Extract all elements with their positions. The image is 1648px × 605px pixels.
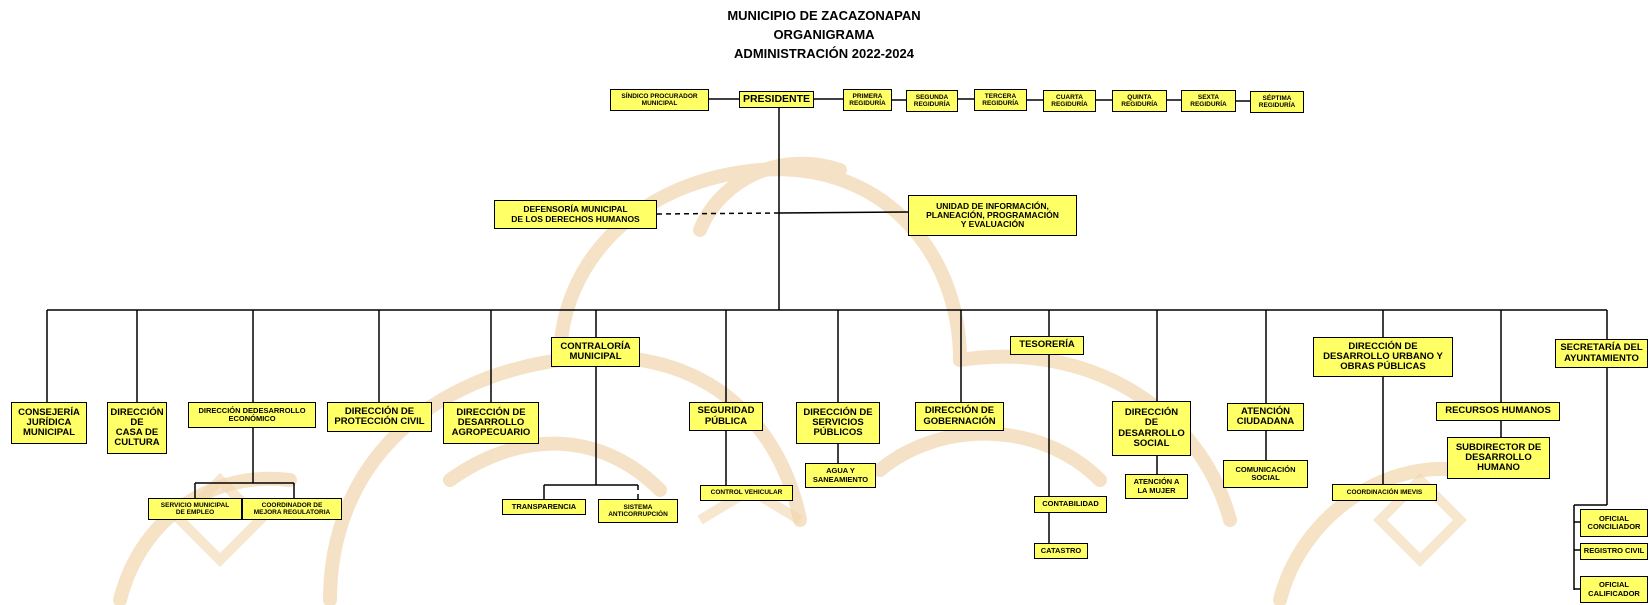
sindico-procurador-box: SÍNDICO PROCURADOR MUNICIPAL: [610, 89, 709, 111]
consejeria-juridica-box: CONSEJERÍA JURÍDICA MUNICIPAL: [11, 402, 87, 444]
comunicacion-social-box: COMUNICACIÓN SOCIAL: [1223, 460, 1308, 488]
servicios-publicos-box: DIRECCIÓN DE SERVICIOS PÚBLICOS: [796, 402, 880, 444]
servicio-empleo-box: SERVICIO MUNICIPAL DE EMPLEO: [148, 498, 242, 520]
recursos-humanos-box: RECURSOS HUMANOS: [1436, 402, 1560, 421]
transparencia-box: TRANSPARENCIA: [502, 499, 586, 515]
agua-saneamiento-box: AGUA Y SANEAMIENTO: [805, 463, 876, 488]
segunda-regiduria-box: SEGUNDA REGIDURÍA: [906, 90, 958, 112]
desarrollo-urbano-box: DIRECCIÓN DE DESARROLLO URBANO Y OBRAS P…: [1313, 337, 1453, 377]
sistema-anticorrupcion-box: SISTEMA ANTICORRUPCIÓN: [598, 499, 678, 523]
secretaria-ayuntamiento-box: SECRETARÍA DEL AYUNTAMIENTO: [1555, 339, 1648, 368]
oficial-calificador-box: OFICIAL CALIFICADOR: [1580, 576, 1648, 603]
primera-regiduria-box: PRIMERA REGIDURÍA: [843, 89, 892, 111]
gobernacion-box: DIRECCIÓN DE GOBERNACIÓN: [915, 402, 1004, 431]
seguridad-publica-box: SEGURIDAD PÚBLICA: [689, 402, 763, 431]
cuarta-regiduria-box: CUARTA REGIDURÍA: [1043, 90, 1096, 112]
tesoreria-box: TESORERÍA: [1010, 336, 1084, 355]
sexta-regiduria-box: SEXTA REGIDURÍA: [1181, 90, 1236, 112]
unidad-informacion-box: UNIDAD DE INFORMACIÓN, PLANEACIÓN, PROGR…: [908, 195, 1077, 236]
desarrollo-agropecuario-box: DIRECCIÓN DE DESARROLLO AGROPECUARIO: [443, 402, 539, 444]
oficial-conciliador-box: OFICIAL CONCILIADOR: [1580, 509, 1648, 537]
chart-title: ORGANIGRAMA: [773, 27, 875, 42]
catastro-box: CATASTRO: [1034, 543, 1088, 559]
administration-period: ADMINISTRACIÓN 2022-2024: [734, 46, 914, 61]
registro-civil-box: REGISTRO CIVIL: [1580, 543, 1648, 560]
septima-regiduria-box: SÉPTIMA REGIDURÍA: [1250, 91, 1304, 113]
casa-de-cultura-box: DIRECCIÓN DE CASA DE CULTURA: [107, 402, 167, 454]
quinta-regiduria-box: QUINTA REGIDURÍA: [1112, 90, 1167, 112]
desarrollo-social-box: DIRECCIÓN DE DESARROLLO SOCIAL: [1112, 401, 1191, 456]
contraloria-box: CONTRALORÍA MUNICIPAL: [551, 337, 640, 367]
mejora-regulatoria-box: COORDINADOR DE MEJORA REGULATORIA: [242, 498, 342, 520]
defensoria-box: DEFENSORÍA MUNICIPAL DE LOS DERECHOS HUM…: [494, 200, 657, 229]
atencion-mujer-box: ATENCIÓN A LA MUJER: [1125, 474, 1188, 499]
proteccion-civil-box: DIRECCIÓN DE PROTECCIÓN CIVIL: [327, 402, 432, 432]
desarrollo-economico-box: DIRECCIÓN DEDESARROLLO ECONÓMICO: [188, 402, 316, 428]
subdirector-desarrollo-humano-box: SUBDIRECTOR DE DESARROLLO HUMANO: [1447, 437, 1550, 479]
atencion-ciudadana-box: ATENCIÓN CIUDADANA: [1227, 403, 1304, 431]
tercera-regiduria-box: TERCERA REGIDURÍA: [974, 89, 1027, 111]
presidente-box: PRESIDENTE: [739, 91, 814, 108]
coordinacion-imevis-box: COORDINACIÓN IMEVIS: [1332, 484, 1437, 501]
municipality-title: MUNICIPIO DE ZACAZONAPAN: [727, 8, 921, 23]
control-vehicular-box: CONTROL VEHICULAR: [700, 485, 793, 501]
contabilidad-box: CONTABILIDAD: [1034, 496, 1107, 513]
